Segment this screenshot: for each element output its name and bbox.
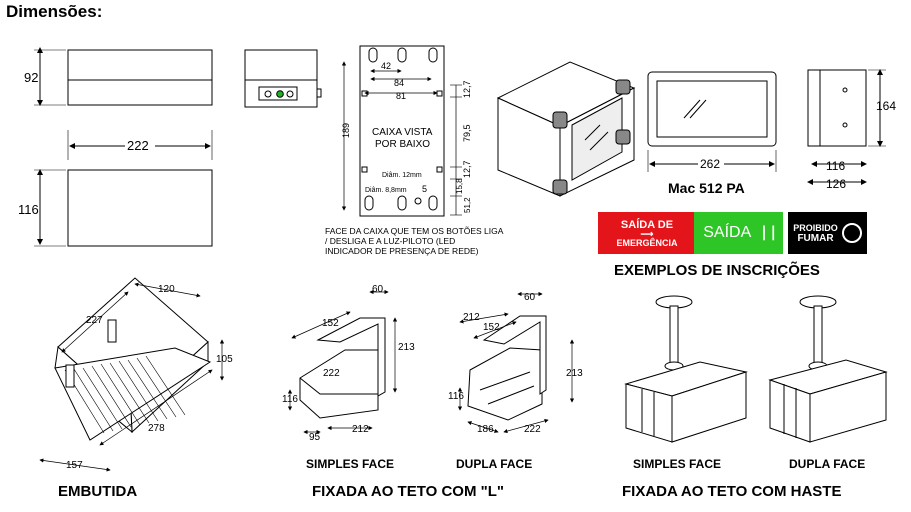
dim-84: 84 [394,78,404,88]
examples-title: EXEMPLOS DE INSCRIÇÕES [614,262,820,279]
dim-81: 81 [396,91,406,101]
caption-dupla-face-h: DUPLA FACE [789,457,866,471]
l-bracket-double: 60 212 152 213 116 186 222 [448,291,583,435]
sign-red-line2: EMERGÊNCIA [616,237,678,248]
dim-l60b: 60 [524,292,536,303]
sign-green-text: SAÍDA [703,224,752,241]
dim-l222a: 222 [323,368,340,379]
dim-l186: 186 [477,424,494,435]
dim-15-8: 15,8 [455,178,464,194]
dim-105: 105 [216,354,233,365]
luminaire-front-view: 262 [647,71,777,172]
model-label: Mac 512 PA [668,180,745,196]
dim-42: 42 [381,61,391,71]
sign-red-line1: SAÍDA DE [620,218,674,231]
diam-8: Diâm. 8,8mm [365,187,407,194]
dim-120: 120 [158,284,175,295]
dim-l116a: 116 [282,394,298,405]
box-label-1: CAIXA VISTA [372,127,433,138]
dim-l152a: 152 [322,318,339,329]
stairs-icon: ▕▕ [755,226,774,240]
luminaire-side-view: 164 116 126 [807,69,896,191]
led-green-icon [276,90,284,98]
haste-simple [624,295,748,443]
sign-no-smoking: PROIBIDO FUMAR [788,212,867,254]
embutida-drawing: 120 227 105 278 157 [39,277,233,472]
caption-simples-face-l: SIMPLES FACE [306,457,395,471]
box-side-view: 92 [24,47,213,106]
sign-exit: SAÍDA ▕▕ [694,212,783,254]
sign-emergency-exit: SAÍDA DE ⟶ EMERGÊNCIA [598,212,696,254]
dim-189: 189 [341,123,351,138]
caption-simples-face-h: SIMPLES FACE [633,457,722,471]
dim-l213a: 213 [398,342,415,353]
dim-l116b: 116 [448,391,464,402]
dim-222: 222 [127,138,149,153]
dim-l212b: 212 [463,312,480,323]
diam-12: Diâm. 12mm [382,172,422,179]
luminaire-3d [496,61,636,197]
arrow-right-icon: ⟶ [640,228,654,239]
caption-embutida: EMBUTIDA [58,483,138,500]
dim-51-2: 51,2 [463,197,472,213]
dim-278: 278 [148,423,165,434]
dim-l222b: 222 [524,424,541,435]
dim-227: 227 [86,315,103,326]
dim-l213b: 213 [566,368,583,379]
page-title: Dimensões: [6,2,103,21]
dim-92: 92 [24,70,38,85]
dim-5: 5 [422,184,427,194]
dim-l95: 95 [309,432,321,443]
dim-116: 116 [18,202,39,217]
no-smoking-icon [841,223,862,243]
sign-black-line2: FUMAR [797,232,834,244]
box-label-2: POR BAIXO [375,139,430,150]
dim-116b: 116 [826,159,845,173]
dim-164: 164 [876,99,896,113]
dim-l212a: 212 [352,424,369,435]
dim-79-5: 79,5 [462,124,472,142]
caption-dupla-face-l: DUPLA FACE [456,457,533,471]
face-note: FACE DA CAIXA QUE TEM OS BOTÕES LIGA / D… [325,226,503,256]
dim-262: 262 [700,157,720,171]
box-led-face [244,49,322,108]
dim-12-7b: 12,7 [462,160,472,178]
sign-black-line1: PROIBIDO [793,222,838,233]
dim-12-7a: 12,7 [462,80,472,98]
box-front-view: 116 [18,169,213,247]
dim-157: 157 [66,460,83,471]
box-bottom-view: 42 84 81 189 12,7 79,5 12,7 15,8 51,2 5 … [341,45,472,217]
dim-126: 126 [826,177,846,191]
l-bracket-simple: 60 152 213 222 116 95 212 [282,284,415,443]
dim-l60a: 60 [372,284,384,295]
dim-l152b: 152 [483,322,500,333]
caption-fixada-l: FIXADA AO TETO COM "L" [312,483,504,500]
haste-double [768,295,888,443]
box-width-dim: 222 [67,130,213,160]
caption-fixada-haste: FIXADA AO TETO COM HASTE [622,483,842,500]
